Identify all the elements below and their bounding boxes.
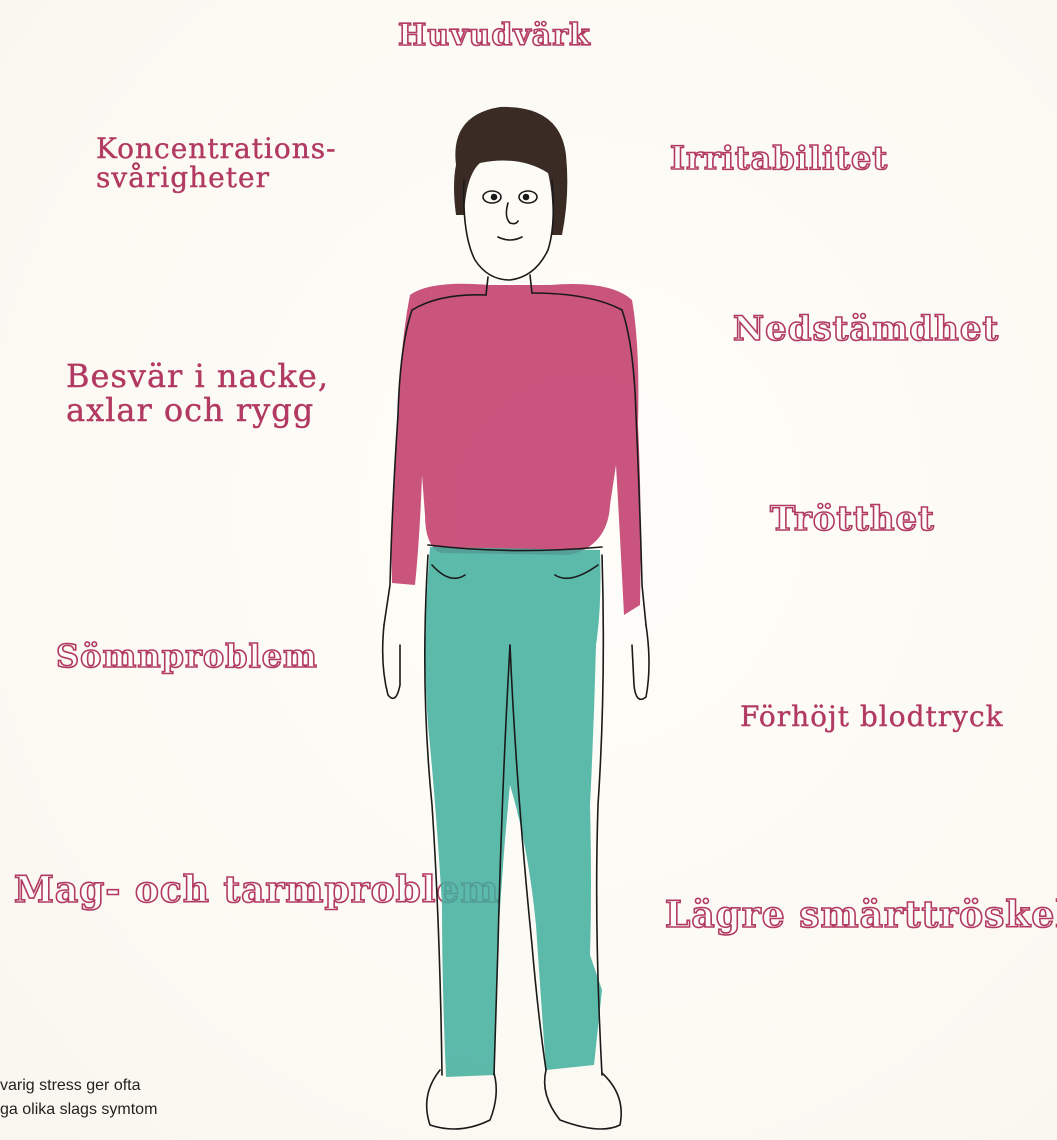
- label-concentration: Koncentrations- svårigheter: [96, 134, 337, 193]
- jeans: [425, 547, 602, 1077]
- label-blood-pressure: Förhöjt blodtryck: [740, 702, 1004, 731]
- label-sleep: Sömnproblem: [56, 640, 318, 674]
- label-irritability: Irritabilitet: [670, 142, 888, 176]
- hair: [454, 107, 567, 235]
- label-neck-line2: axlar och rygg: [66, 394, 329, 428]
- label-pain-threshold: Lägre smärttröskel: [665, 897, 1057, 935]
- caption-line2: ga olika slags symtom: [0, 1098, 157, 1122]
- label-neck-back: Besvär i nacke, axlar och rygg: [66, 360, 329, 427]
- label-neck-line1: Besvär i nacke,: [66, 360, 329, 394]
- caption: varig stress ger ofta ga olika slags sym…: [0, 1074, 157, 1122]
- caption-line1: varig stress ger ofta: [0, 1074, 157, 1098]
- label-concentration-line1: Koncentrations-: [96, 134, 337, 163]
- label-depression: Nedstämdhet: [733, 312, 999, 348]
- person-illustration: [370, 85, 680, 1140]
- label-concentration-line2: svårigheter: [96, 163, 337, 192]
- label-fatigue: Trötthet: [770, 502, 935, 538]
- label-headache: Huvudvärk: [398, 20, 591, 52]
